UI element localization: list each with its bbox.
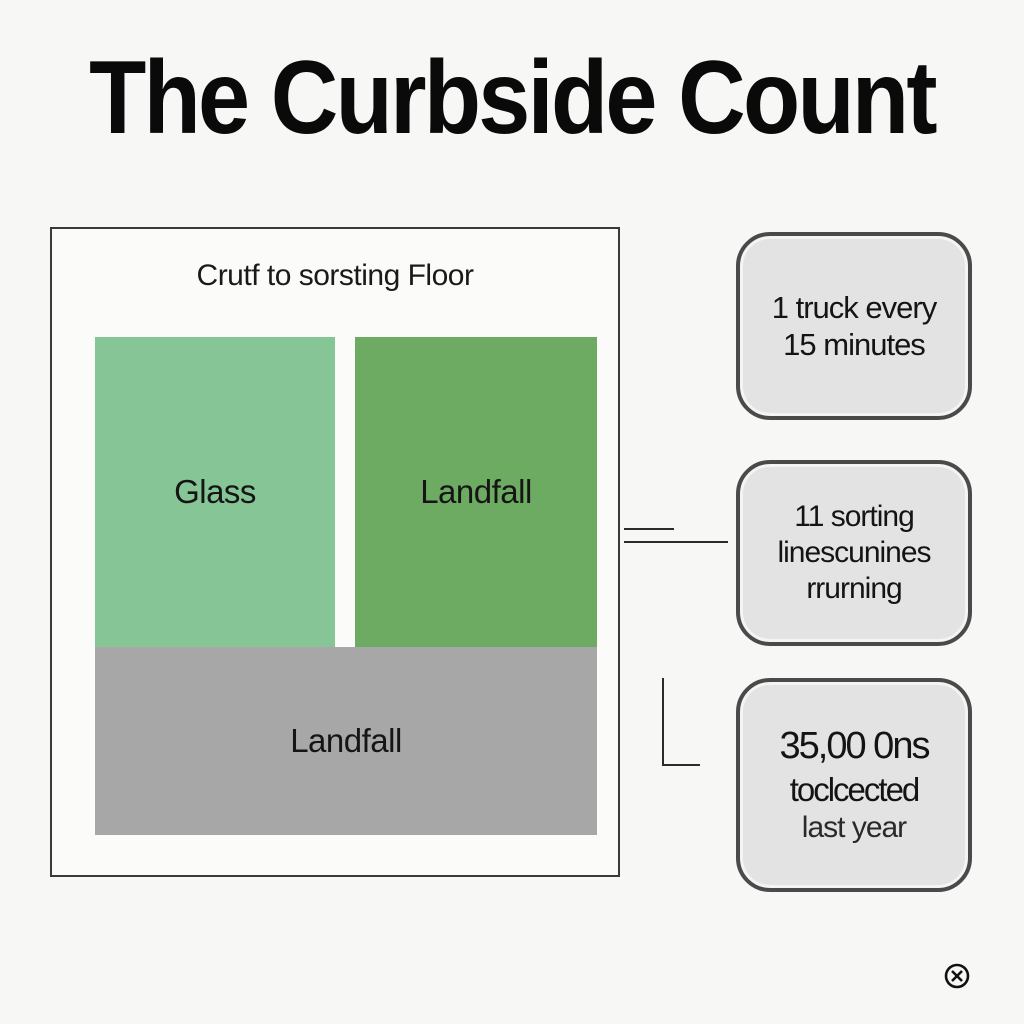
- connector-line: [624, 528, 674, 530]
- connector-line: [662, 678, 664, 766]
- page-title: The Curbside Count: [89, 40, 937, 156]
- stat-card-sorting-lines: 11 sorting linescunines rrurning: [736, 460, 972, 646]
- stat-line: 35,00 0ns: [779, 725, 931, 768]
- block-landfall-gray: Landfall: [95, 647, 597, 835]
- stat-card-tons: 35,00 0ns toclcected last year: [736, 678, 972, 892]
- block-landfall-green: Landfall: [355, 337, 597, 647]
- stat-line: linescunines: [777, 536, 931, 569]
- stat-line: last year: [801, 810, 907, 844]
- stat-card-trucks: 1 truck every 15 minutes: [736, 232, 972, 420]
- stat-line: 1 truck every: [771, 289, 937, 325]
- block-label: Landfall: [420, 473, 532, 510]
- panel-caption: Crutf to sorsting Floor: [196, 259, 474, 292]
- sorting-floor-panel: Crutf to sorsting Floor Glass Landfall L…: [50, 227, 620, 877]
- connector-line: [662, 764, 700, 766]
- close-circle-icon[interactable]: [943, 962, 971, 990]
- stat-line: 11 sorting: [794, 500, 915, 533]
- block-label: Landfall: [290, 722, 402, 759]
- stat-line: rrurning: [806, 572, 902, 605]
- block-label: Glass: [174, 473, 256, 510]
- connector-line: [624, 541, 728, 543]
- block-glass: Glass: [95, 337, 335, 647]
- stat-line: 15 minutes: [783, 327, 926, 362]
- stat-line: toclcected: [789, 771, 921, 808]
